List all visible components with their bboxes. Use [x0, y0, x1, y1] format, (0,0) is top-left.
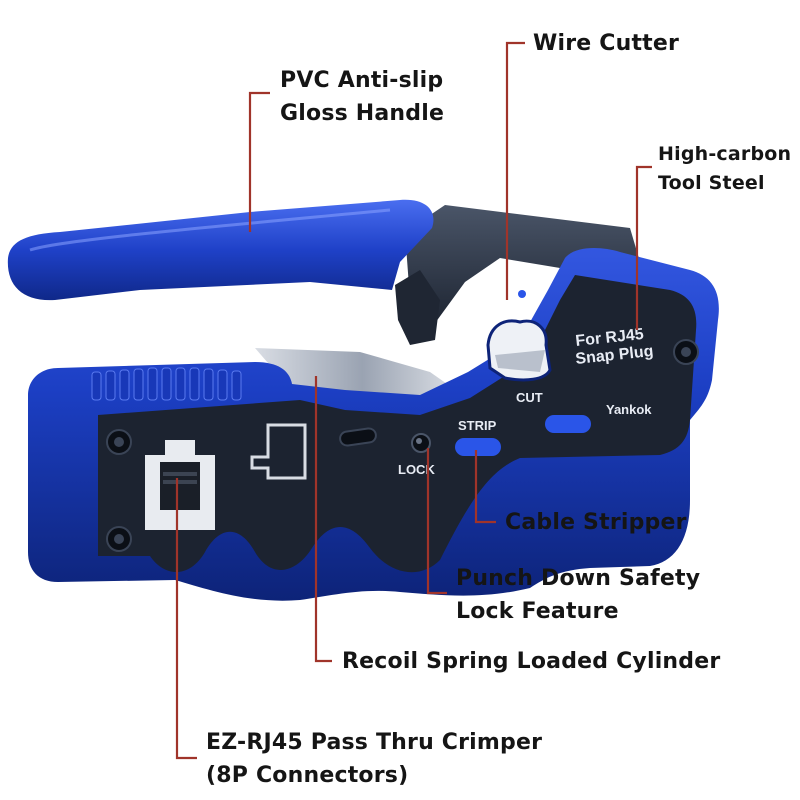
leader-crimper	[175, 478, 197, 760]
lock-button-icon[interactable]	[411, 433, 431, 453]
leader-lines	[175, 41, 652, 760]
pivot-dot	[518, 290, 526, 298]
label-cable-stripper: Cable Stripper	[505, 506, 687, 539]
steel-line1: High-carbon	[658, 143, 792, 165]
brand-text: Yankok	[606, 402, 652, 417]
leader-steel	[635, 165, 652, 330]
wire-cutter-text: Wire Cutter	[533, 31, 680, 56]
steel-line2: Tool Steel	[658, 172, 765, 194]
recoil-spring-text: Recoil Spring Loaded Cylinder	[342, 649, 721, 674]
grip-ribs	[91, 367, 242, 401]
label-recoil-spring: Recoil Spring Loaded Cylinder	[342, 645, 720, 678]
strip-slider[interactable]	[455, 438, 501, 456]
screw-icon	[106, 526, 132, 552]
leader-recoil-spring	[314, 376, 332, 663]
label-crimper: EZ-RJ45 Pass Thru Crimper (8P Connectors…	[206, 726, 542, 792]
handle-lever	[395, 270, 440, 345]
release-slot	[339, 427, 377, 447]
rj45-plug-outline-icon	[250, 423, 307, 480]
label-steel: High-carbon Tool Steel	[658, 140, 791, 198]
screw-icon	[106, 429, 132, 455]
pvc-handle	[7, 199, 434, 301]
label-pvc-handle: PVC Anti-slip Gloss Handle	[280, 64, 444, 130]
rj45-port-icon	[145, 440, 215, 530]
label-wire-cutter: Wire Cutter	[533, 27, 679, 60]
safety-lock-line2: Lock Feature	[456, 599, 619, 624]
pvc-handle-line2: Gloss Handle	[280, 101, 445, 126]
strip-text: STRIP	[458, 418, 497, 433]
cut-slider[interactable]	[545, 415, 591, 433]
safety-lock-line1: Punch Down Safety	[456, 566, 701, 591]
screw-icon	[673, 339, 699, 365]
leader-cable-stripper	[474, 450, 496, 524]
crimper-line1: EZ-RJ45 Pass Thru Crimper	[206, 730, 543, 755]
steel-jaw	[405, 205, 640, 330]
handle-highlight	[29, 208, 391, 252]
cutter-opening	[486, 319, 552, 382]
label-safety-lock: Punch Down Safety Lock Feature	[456, 562, 700, 628]
lock-text: LOCK	[398, 462, 435, 477]
pvc-handle-line1: PVC Anti-slip	[280, 68, 444, 93]
crimper-line2: (8P Connectors)	[206, 763, 409, 788]
cut-text: CUT	[516, 390, 543, 405]
cable-stripper-text: Cable Stripper	[505, 510, 687, 535]
leader-wire-cutter	[505, 41, 525, 300]
cutter-blade-edge	[495, 350, 545, 372]
leader-safety-lock	[426, 448, 447, 595]
leader-pvc-handle	[248, 91, 270, 232]
